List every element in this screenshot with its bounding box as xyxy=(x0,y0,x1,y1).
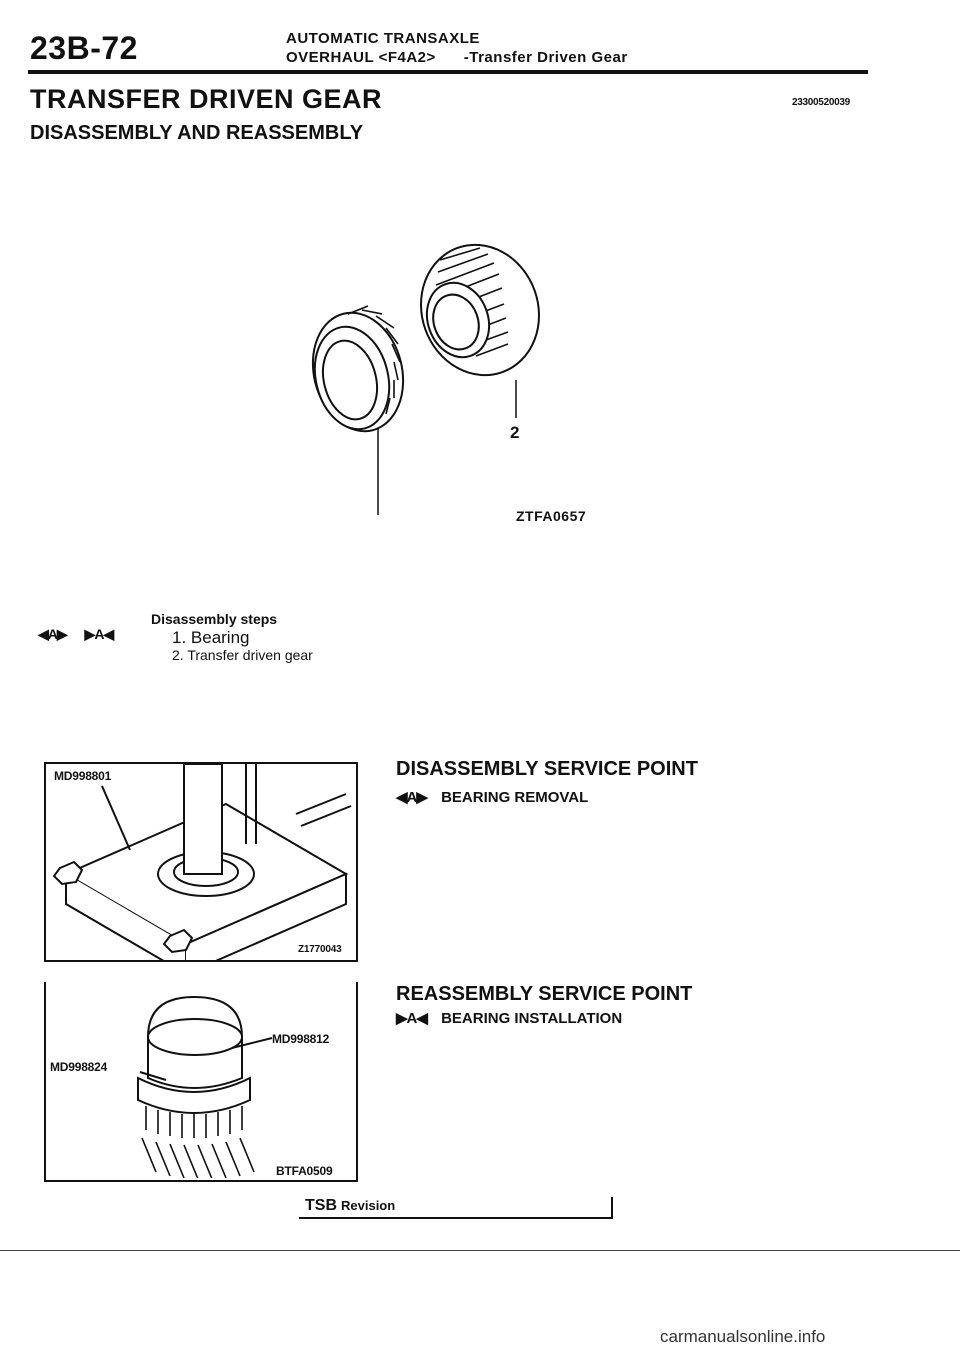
figure-code-2: BTFA0509 xyxy=(276,1164,333,1178)
header-subline: OVERHAUL <F4A2> -Transfer Driven Gear xyxy=(286,49,628,66)
bearing-removal-drawing xyxy=(52,763,352,976)
bottom-rule xyxy=(0,1250,960,1251)
page-number: 23B-72 xyxy=(30,30,138,66)
bearing-installation-label: BEARING INSTALLATION xyxy=(441,1010,623,1027)
header-rule xyxy=(28,70,868,74)
step-bearing: 1. Bearing xyxy=(172,628,250,647)
mark-installation: ▶A◀ xyxy=(396,1010,428,1027)
figure-code-1: Z1770043 xyxy=(298,944,342,955)
bearing-installation-figure: MD998812 MD998824 BTFA0509 xyxy=(44,982,358,1182)
main-title: TRANSFER DRIVEN GEAR xyxy=(30,84,383,114)
exploded-view-figure xyxy=(311,243,540,515)
mark-removal: ◀A▶ xyxy=(396,789,428,806)
mark-reassembly-a: ▶A◀ xyxy=(84,626,115,642)
revision-label: Revision xyxy=(341,1198,396,1213)
figure-code-top: ZTFA0657 xyxy=(516,508,587,524)
section-title: AUTOMATIC TRANSAXLE xyxy=(286,30,480,47)
doc-id: 23300520039 xyxy=(792,97,850,108)
bearing-removal-item: ◀A▶ BEARING REMOVAL xyxy=(396,788,588,806)
callout-2: 2 xyxy=(510,423,520,442)
bearing-removal-label: BEARING REMOVAL xyxy=(441,789,589,806)
bearing-installation-drawing xyxy=(137,995,273,1180)
bearing-drawing xyxy=(311,305,405,433)
sub-title: DISASSEMBLY AND REASSEMBLY xyxy=(30,122,364,144)
subsection-title: OVERHAUL <F4A2> xyxy=(286,49,436,66)
watermark: carmanualsonline.info xyxy=(660,1327,826,1346)
tool-label-md998812: MD998812 xyxy=(272,1032,330,1046)
service-point-marks: ◀A▶ ▶A◀ xyxy=(38,626,115,643)
bearing-installation-item: ▶A◀ BEARING INSTALLATION xyxy=(396,1009,622,1027)
tool-label-md998801: MD998801 xyxy=(54,769,112,783)
step-transfer-driven-gear: 2. Transfer driven gear xyxy=(172,647,313,663)
reassembly-service-point-title: REASSEMBLY SERVICE POINT xyxy=(396,983,693,1005)
mark-disassembly-a: ◀A▶ xyxy=(38,626,68,642)
bearing-removal-figure: MD998801 Z1770043 xyxy=(44,762,358,976)
tool-label-md998824: MD998824 xyxy=(50,1060,108,1074)
disassembly-steps-title: Disassembly steps xyxy=(151,611,278,627)
topic-title: -Transfer Driven Gear xyxy=(463,49,628,66)
disassembly-service-point-title: DISASSEMBLY SERVICE POINT xyxy=(396,758,698,780)
tsb-revision-box: TSB Revision xyxy=(299,1197,613,1219)
transfer-driven-gear-drawing xyxy=(420,243,540,377)
tsb-label: TSB xyxy=(305,1197,337,1214)
